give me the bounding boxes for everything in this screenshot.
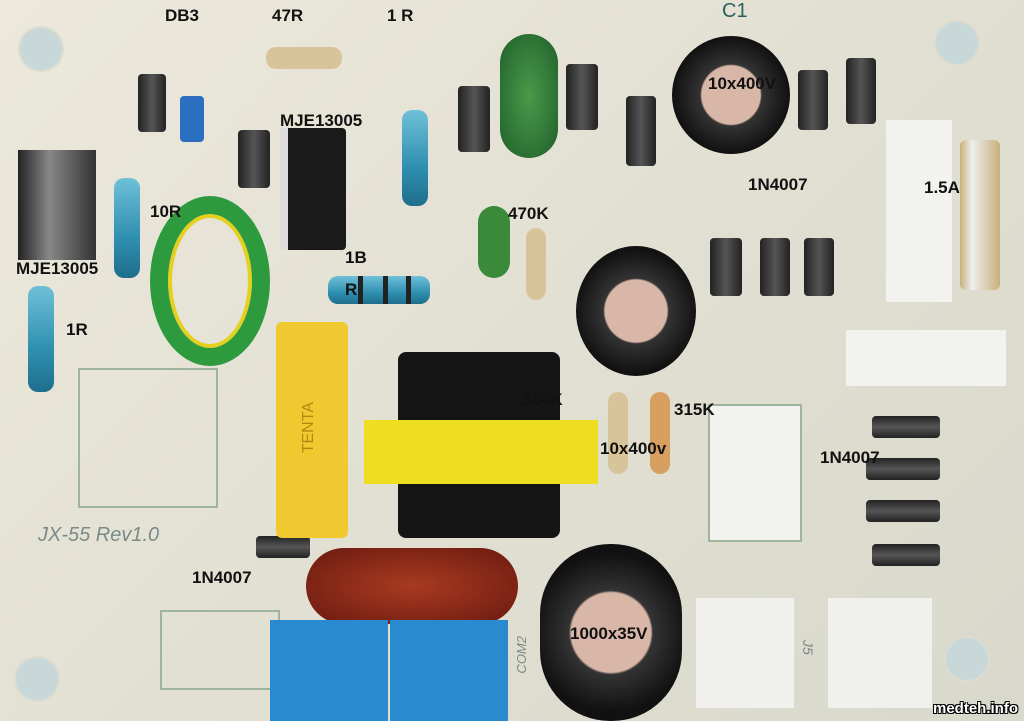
pcb-outline bbox=[160, 610, 280, 690]
resistor-354k bbox=[608, 392, 628, 474]
silk-c1: C1 bbox=[722, 0, 748, 22]
label-1n4007-mid: 1N4007 bbox=[748, 175, 808, 194]
diode bbox=[458, 86, 490, 152]
resistor-1r-mid bbox=[328, 276, 430, 304]
transformer-winding bbox=[364, 420, 598, 484]
terminal-block bbox=[270, 620, 388, 721]
label-db3: DB3 bbox=[165, 6, 200, 25]
label-47r: 47R bbox=[272, 6, 304, 25]
mounting-hole bbox=[18, 26, 64, 72]
label-overlap-1: 1B bbox=[345, 248, 367, 267]
diode bbox=[846, 58, 876, 124]
label-1r-top: 1 R bbox=[387, 6, 414, 25]
x2-capacitor: TENTA bbox=[276, 322, 348, 538]
diac-db3 bbox=[180, 96, 204, 142]
silk-com2: COM2 bbox=[514, 636, 529, 674]
label-10x400v: 10x400V bbox=[708, 74, 777, 93]
capacitor-10x400v bbox=[672, 36, 790, 154]
label-10x400v-small: 10x400v bbox=[600, 439, 667, 458]
resistor-470k bbox=[526, 228, 546, 300]
label-10r: 10R bbox=[150, 202, 182, 221]
connector-j4 bbox=[828, 598, 932, 708]
connector-j5 bbox=[696, 598, 794, 708]
capacitor-small bbox=[478, 206, 510, 278]
mounting-hole bbox=[944, 636, 990, 682]
transistor-mje13005 bbox=[280, 128, 346, 250]
diode bbox=[238, 130, 270, 188]
diode-1n4007 bbox=[866, 458, 940, 480]
transistor-heatsink bbox=[18, 150, 96, 260]
film-capacitor bbox=[500, 34, 558, 158]
label-overlap-r: R bbox=[345, 280, 358, 299]
fuse-holder bbox=[886, 120, 952, 302]
resistor-band bbox=[383, 276, 388, 304]
diode bbox=[138, 74, 166, 132]
resistor-315k bbox=[650, 392, 670, 474]
diode-1n4007 bbox=[804, 238, 834, 296]
resistor-10r bbox=[114, 178, 140, 278]
diode-1n4007 bbox=[866, 500, 940, 522]
connector bbox=[708, 404, 802, 542]
resistor-1r bbox=[402, 110, 428, 206]
silk-j5: J5 bbox=[800, 640, 816, 655]
label-354k: 354K bbox=[522, 390, 563, 409]
diode bbox=[798, 70, 828, 130]
film-capacitor-red bbox=[306, 548, 518, 624]
diode-1n4007 bbox=[710, 238, 742, 296]
terminal-block bbox=[390, 620, 508, 721]
label-1n4007-bottom: 1N4007 bbox=[192, 568, 252, 587]
board-id: JX-55 Rev1.0 bbox=[38, 524, 160, 546]
label-1000x35v: 1000x35V bbox=[570, 624, 648, 643]
diode bbox=[626, 96, 656, 166]
diode bbox=[566, 64, 598, 130]
label-mje13005-left: MJE13005 bbox=[16, 259, 99, 278]
capacitor-brand: TENTA bbox=[300, 402, 317, 454]
label-470k: 470K bbox=[508, 204, 549, 223]
mounting-hole bbox=[14, 656, 60, 702]
label-1n4007-right: 1N4007 bbox=[820, 448, 880, 467]
label-1r-left: 1R bbox=[66, 320, 88, 339]
connector bbox=[846, 330, 1006, 386]
label-1-5a: 1.5A bbox=[924, 178, 960, 197]
fuse bbox=[960, 140, 1000, 290]
diode-1n4007 bbox=[760, 238, 790, 296]
resistor-1r-left bbox=[28, 286, 54, 392]
capacitor-1000x35v bbox=[540, 544, 682, 721]
capacitor-10x400v-2 bbox=[576, 246, 696, 376]
diode-1n4007 bbox=[872, 416, 940, 438]
pcb-outline bbox=[78, 368, 218, 508]
resistor-band bbox=[358, 276, 363, 304]
resistor-band bbox=[406, 276, 411, 304]
diode-1n4007 bbox=[872, 544, 940, 566]
label-315k: 315K bbox=[674, 400, 715, 419]
mounting-hole bbox=[934, 20, 980, 66]
label-mje13005-top: MJE13005 bbox=[280, 111, 363, 130]
diode-1n4007 bbox=[256, 536, 310, 558]
resistor-47r bbox=[266, 47, 342, 69]
watermark: medteh.info bbox=[933, 700, 1018, 717]
